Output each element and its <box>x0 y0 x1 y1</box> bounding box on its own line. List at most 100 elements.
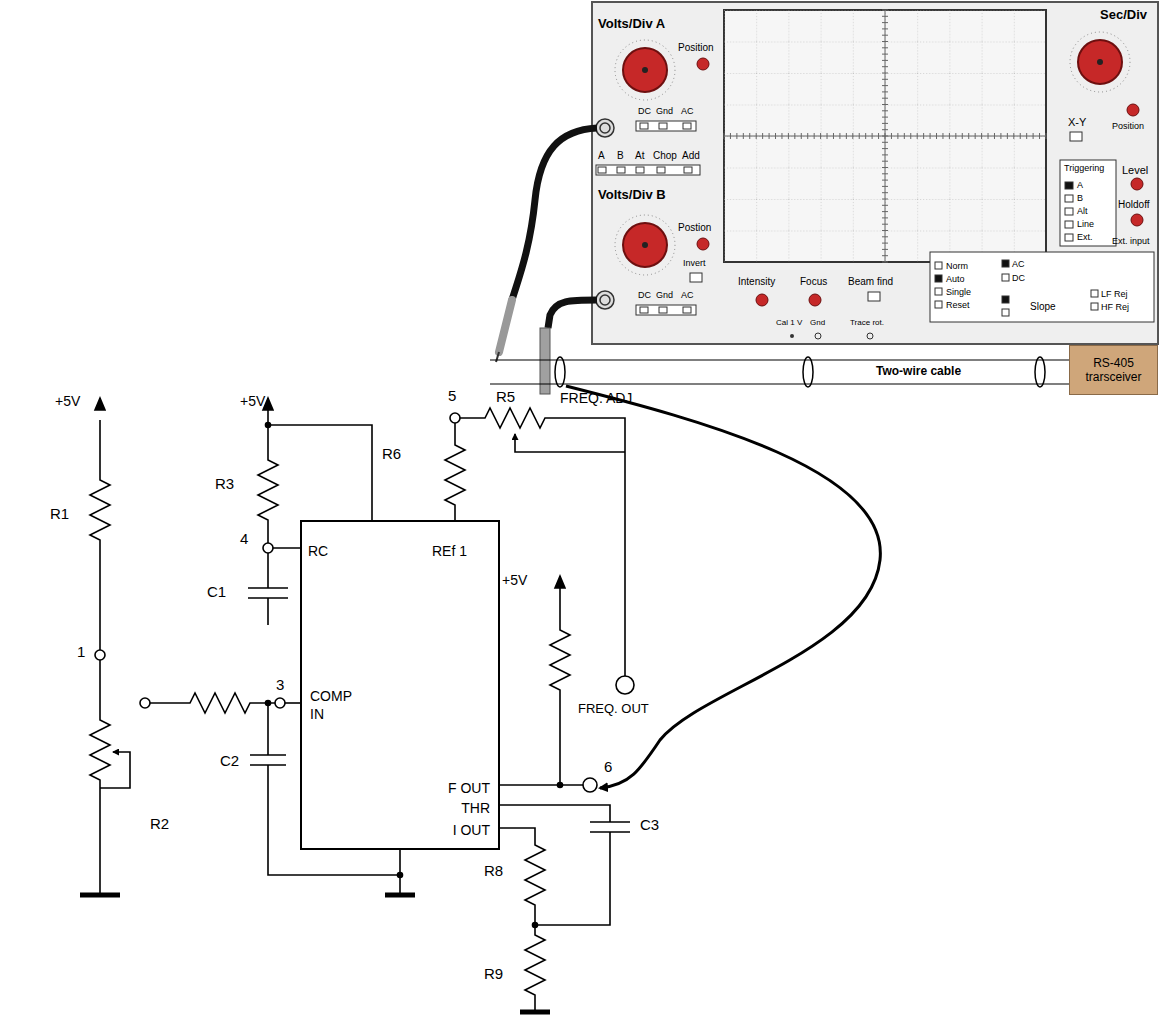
rect-shape <box>1065 234 1073 241</box>
path-shape <box>981 133 982 139</box>
path-shape <box>548 300 597 328</box>
rect-shape <box>1065 195 1073 202</box>
path-shape <box>807 133 808 139</box>
label-text: C3 <box>640 816 659 833</box>
path-shape <box>882 123 888 124</box>
path-shape <box>897 133 898 139</box>
rect-shape <box>1091 303 1098 310</box>
path-shape <box>910 133 911 139</box>
path-shape <box>1039 133 1040 139</box>
label-text: Chop <box>653 150 677 162</box>
path-shape <box>100 752 130 788</box>
label-text: C2 <box>220 752 239 769</box>
label-text: Focus <box>800 276 827 288</box>
path-shape <box>988 133 989 139</box>
rect-shape <box>640 307 648 313</box>
circle-shape <box>867 333 873 339</box>
circle-shape <box>600 295 610 305</box>
label-text: R2 <box>150 815 169 832</box>
g-shape <box>596 121 1154 322</box>
label-text: LF Rej <box>1101 289 1128 299</box>
path-shape <box>730 133 731 139</box>
path-shape <box>882 136 888 137</box>
transceiver-box: RS-405 trarsceiver <box>1069 345 1158 395</box>
path-shape <box>882 199 888 200</box>
circle-shape <box>615 215 675 275</box>
node-text: I OUT <box>453 821 490 839</box>
label-text: 1 <box>77 643 85 660</box>
label-text: Two-wire cable <box>872 365 965 379</box>
path-shape <box>248 548 300 625</box>
path-shape <box>882 98 888 99</box>
label-text: AC <box>681 290 694 300</box>
path-shape <box>882 47 888 48</box>
path-shape <box>769 133 770 139</box>
path-shape <box>882 243 888 244</box>
rect-shape <box>690 273 702 282</box>
path-shape <box>775 133 776 139</box>
rect-shape <box>1002 296 1009 303</box>
path-shape <box>882 79 888 80</box>
path-shape <box>762 133 763 139</box>
ellipse-shape <box>1035 357 1045 387</box>
label-text: Volts/Div A <box>598 17 665 32</box>
path-shape <box>882 66 888 67</box>
path-shape <box>724 10 1046 262</box>
label-text: Gnd <box>656 290 673 300</box>
path-shape <box>949 133 950 139</box>
path-shape <box>882 104 888 105</box>
label-text: Slope <box>1030 301 1056 313</box>
path-shape <box>512 128 597 300</box>
path-shape <box>268 425 372 520</box>
label-text: 4 <box>240 530 248 547</box>
label-text: Ext. input <box>1112 236 1150 246</box>
label-text: Triggering <box>1064 163 1104 173</box>
circle-shape <box>790 334 794 338</box>
path-shape <box>882 217 888 218</box>
path-shape <box>820 133 821 139</box>
path-shape <box>445 423 465 520</box>
path-shape <box>882 249 888 250</box>
rect-shape <box>683 123 691 129</box>
rect-shape <box>1002 260 1009 267</box>
rect-shape <box>659 123 667 129</box>
path-shape <box>882 60 888 61</box>
path-shape <box>566 386 880 788</box>
circle-shape <box>275 698 285 708</box>
label-text: Holdoff <box>1118 199 1150 211</box>
path-shape <box>882 85 888 86</box>
path-shape <box>500 784 583 786</box>
node-text: THR <box>461 799 490 817</box>
path-shape <box>904 133 905 139</box>
node-text: REf 1 <box>432 542 467 560</box>
label-text: Auto <box>946 274 965 284</box>
label-text: Postion <box>678 222 711 234</box>
path-shape <box>1007 133 1008 139</box>
ic-chip: RCREf 1COMP INF OUTTHRI OUT <box>300 520 500 850</box>
rect-shape <box>1065 182 1073 189</box>
label-text: A <box>598 150 605 162</box>
path-shape <box>833 133 834 139</box>
rect-shape <box>598 167 606 173</box>
path-shape <box>865 133 866 139</box>
rect-shape <box>724 10 1046 262</box>
path-shape <box>500 828 545 1012</box>
rect-shape <box>724 10 1046 262</box>
label-text: 3 <box>276 676 284 693</box>
rect-shape <box>640 123 648 129</box>
label-text: A <box>1077 180 1083 190</box>
node-text: F OUT <box>448 779 490 797</box>
path-shape <box>891 133 892 139</box>
label-text: Line <box>1077 219 1094 229</box>
rect-shape <box>868 292 880 301</box>
path-shape <box>882 167 888 168</box>
circle-shape <box>809 294 821 306</box>
label-text: Beam find <box>848 276 893 288</box>
path-shape <box>1033 133 1034 139</box>
label-text: R5 <box>496 388 515 405</box>
path-shape <box>882 262 888 263</box>
path-shape <box>550 588 570 785</box>
path-shape <box>882 173 888 174</box>
circle-shape <box>616 676 634 694</box>
path-shape <box>724 133 725 139</box>
